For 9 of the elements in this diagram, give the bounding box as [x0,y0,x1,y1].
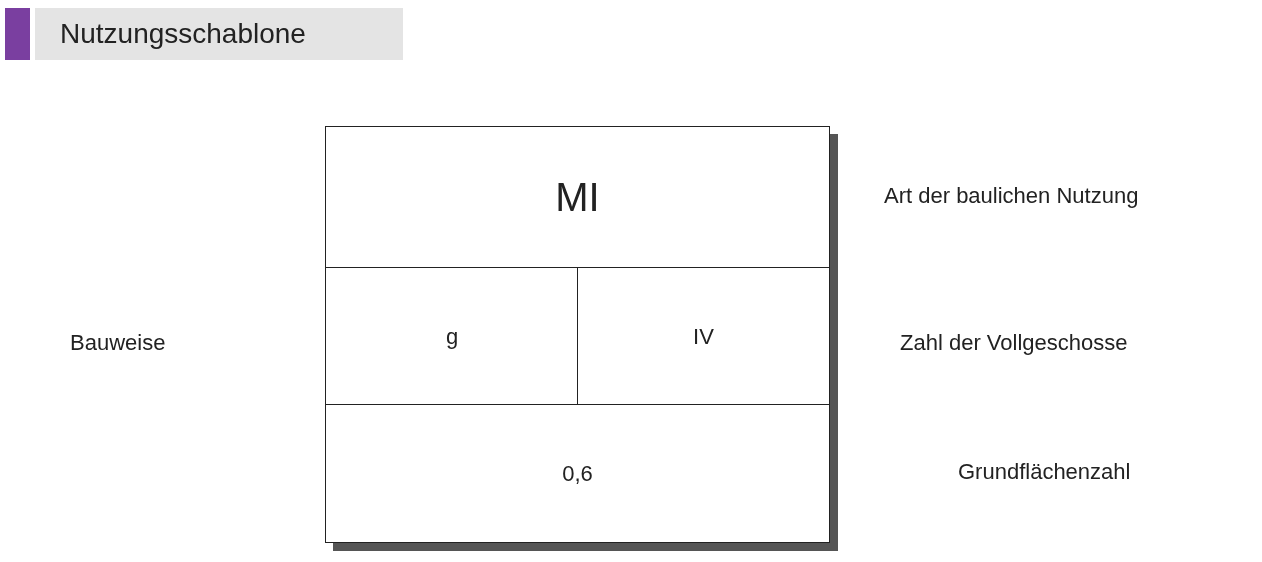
table-cell: MI [325,126,830,269]
annotation-text: Grundflächenzahl [958,459,1131,485]
annotation-text: Art der baulichen Nutzung [884,183,1139,209]
table-cell: g [325,267,579,406]
title: Nutzungsschablone [60,18,306,50]
table-cell: IV [577,267,830,406]
annotation-text: Zahl der Vollgeschosse [900,330,1128,356]
table-cell: 0,6 [325,404,830,543]
annotation-text: Bauweise [70,330,166,356]
